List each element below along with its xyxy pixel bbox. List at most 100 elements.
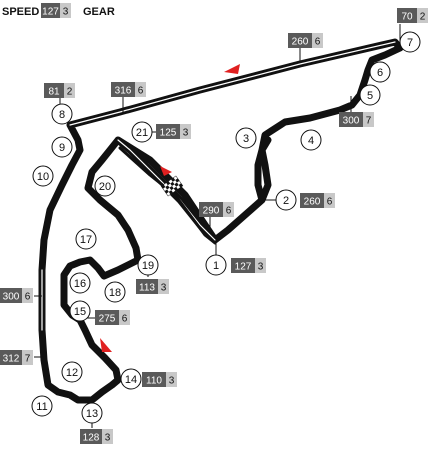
speed-value: 290 (203, 206, 220, 217)
turn-marker: 11 (31, 395, 53, 417)
turn-label: 3 (243, 133, 249, 145)
speed-box: 113 3 (136, 279, 169, 294)
turn-marker: 6 (369, 61, 391, 83)
turn-label: 7 (407, 37, 413, 49)
turn-label: 15 (74, 306, 86, 318)
gear-value: 2 (67, 87, 73, 98)
gear-value: 3 (161, 283, 167, 294)
turn-marker: 12 (61, 361, 83, 383)
speed-box: 312 7 (0, 350, 33, 365)
speed-box: 128 3 (80, 429, 113, 444)
speed-value: 81 (48, 87, 60, 98)
turn-marker: 5 (359, 84, 381, 106)
turn-marker: 2 (275, 189, 297, 211)
turn-label: 2 (283, 195, 289, 207)
direction-arrow-icon (100, 338, 112, 352)
gear-value: 7 (25, 354, 31, 365)
gear-value: 3 (258, 262, 264, 273)
turn-label: 9 (59, 142, 65, 154)
turn-label: 6 (377, 67, 383, 79)
speed-value: 70 (401, 12, 413, 23)
legend-gear-value: 3 (63, 7, 69, 18)
legend-gear-label: GEAR (83, 6, 115, 18)
speed-box: 300 6 (0, 288, 33, 303)
track (38, 38, 404, 404)
speed-value: 316 (115, 86, 132, 97)
turn-label: 21 (136, 127, 148, 139)
gear-value: 6 (226, 206, 232, 217)
speed-box: 70 2 (397, 8, 428, 23)
speed-box: 300 7 (339, 112, 374, 127)
turn-label: 1 (213, 260, 219, 272)
speed-value: 275 (99, 314, 116, 325)
turn-marker: 10 (32, 165, 54, 187)
gear-value: 6 (138, 86, 144, 97)
speed-box: 290 6 (199, 202, 234, 217)
speed-value: 300 (3, 292, 20, 303)
speed-box: 110 3 (142, 372, 177, 387)
gear-value: 6 (122, 314, 128, 325)
speed-box: 260 6 (300, 193, 335, 208)
turn-marker: 9 (51, 136, 73, 158)
turn-marker: 13 (81, 402, 103, 424)
speed-value: 113 (139, 283, 155, 294)
turn-label: 4 (308, 135, 314, 147)
speed-box: 127 3 (231, 258, 266, 273)
turn-label: 11 (36, 401, 47, 413)
turn-label: 19 (142, 260, 154, 272)
pit-lane (118, 146, 217, 245)
gear-value: 3 (105, 433, 111, 444)
turn-marker: 15 (69, 300, 91, 322)
turn-marker: 4 (300, 129, 322, 151)
gear-value: 3 (183, 128, 189, 139)
turn-label: 17 (80, 234, 92, 246)
speed-value: 125 (160, 128, 177, 139)
legend-speed-label: SPEED (2, 6, 39, 18)
speed-box: 275 6 (95, 310, 130, 325)
legend-gear-box (60, 3, 71, 18)
turn-marker: 14 (120, 368, 142, 390)
track-main-outer (38, 38, 404, 404)
turn-label: 16 (74, 278, 86, 290)
speed-value: 127 (235, 262, 252, 273)
legend: SPEED 127 3 GEAR (2, 3, 115, 18)
speed-box: 260 6 (288, 33, 323, 48)
legend-speed-value: 127 (42, 7, 59, 18)
speed-value: 128 (83, 433, 100, 444)
direction-arrow-icon (224, 64, 240, 74)
turn-label: 18 (109, 287, 121, 299)
direction-arrow-icon (160, 166, 172, 176)
legend-speed-box (41, 3, 60, 18)
checkered-flag (160, 175, 184, 197)
speed-value: 260 (304, 197, 321, 208)
turn-label: 8 (59, 109, 65, 121)
turn-label: 13 (86, 408, 98, 420)
speed-value: 110 (146, 376, 162, 387)
speed-boxes: 127 3 260 6 290 6 300 7 70 2 2 (0, 8, 428, 444)
turn-marker: 16 (69, 272, 91, 294)
turn-marker: 18 (104, 281, 126, 303)
turn-marker: 17 (75, 228, 97, 250)
turn-marker: 1 (205, 254, 227, 276)
gear-value: 6 (25, 292, 31, 303)
speed-box: 125 3 (156, 124, 191, 139)
gear-value: 3 (169, 376, 175, 387)
turn-label: 12 (66, 367, 78, 379)
turn-label: 10 (37, 171, 49, 183)
turn-label: 14 (125, 374, 137, 386)
turn-marker: 7 (399, 31, 421, 53)
turn-label: 5 (367, 90, 373, 102)
speed-box: 316 6 (111, 82, 146, 97)
gear-value: 2 (420, 12, 426, 23)
turn-marker: 19 (137, 254, 159, 276)
gear-value: 6 (315, 37, 321, 48)
turn-marker: 20 (94, 175, 116, 197)
turn-marker: 8 (51, 103, 73, 125)
turn-label: 20 (99, 181, 111, 193)
gear-value: 7 (366, 116, 372, 127)
gear-value: 6 (327, 197, 333, 208)
turn-markers: 1 2 3 4 5 6 7 8 9 10 11 12 13 14 15 16 1… (31, 31, 421, 424)
speed-value: 300 (343, 116, 360, 127)
